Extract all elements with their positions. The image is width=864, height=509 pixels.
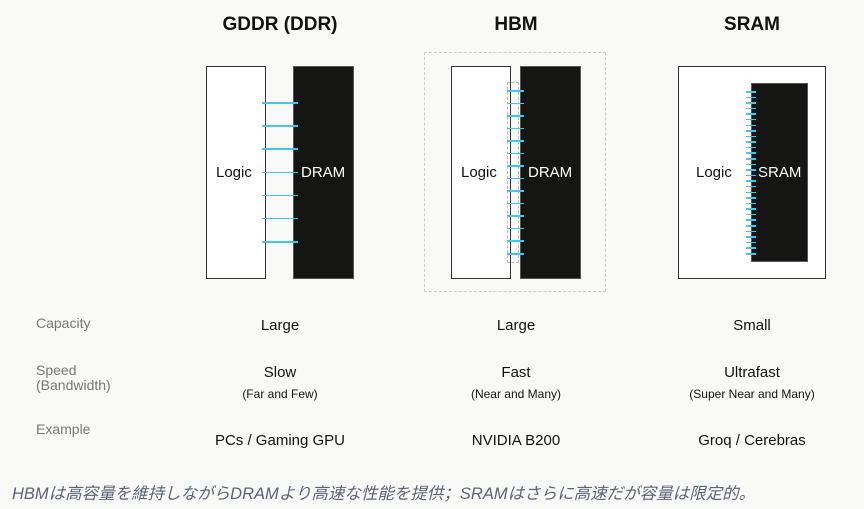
connection-line — [507, 240, 524, 242]
connection-line — [746, 163, 756, 166]
connection-line — [746, 158, 756, 160]
connection-line — [262, 217, 298, 220]
connection-line — [507, 253, 524, 255]
hbm-package-outline — [424, 52, 606, 292]
connection-line — [746, 208, 756, 210]
connection-line — [262, 194, 298, 197]
connection-line — [746, 180, 756, 182]
hbm-interposer-outline — [507, 82, 519, 263]
title-gddr: GDDR (DDR) — [222, 14, 338, 35]
hbm-dram-label: DRAM — [528, 164, 573, 181]
connection-line — [507, 227, 524, 230]
sram-label: SRAM — [758, 164, 802, 181]
caption: HBMは高容量を維持しながらDRAMより高速な性能を提供；SRAMはさらに高速だ… — [12, 485, 756, 503]
connection-line — [746, 91, 756, 93]
hbm-capacity: Large — [496, 317, 536, 334]
connection-line — [746, 107, 756, 110]
connection-line — [507, 127, 524, 130]
connection-line — [746, 146, 756, 149]
gddr-capacity: Large — [260, 317, 300, 334]
row-label-example: Example — [36, 421, 91, 437]
connection-line — [507, 202, 524, 205]
connection-line — [746, 113, 756, 115]
connection-line — [746, 247, 756, 249]
gddr-logic-label: Logic — [216, 164, 252, 181]
connection-line — [746, 225, 756, 227]
connection-line — [746, 169, 756, 171]
row-label-capacity: Capacity — [36, 315, 91, 331]
connection-line — [746, 236, 756, 238]
row-label-speed: Speed (Bandwidth) — [36, 362, 111, 393]
connection-line — [746, 96, 756, 99]
sram-logic-label: Logic — [696, 164, 732, 181]
connection-line — [507, 190, 524, 192]
title-hbm: HBM — [494, 14, 538, 35]
connection-line — [507, 215, 524, 217]
hbm-speed: Fast — [501, 364, 531, 381]
connection-line — [746, 253, 756, 255]
connection-line — [507, 177, 524, 180]
connection-line — [746, 219, 756, 221]
hbm-speed-note: (Near and Many) — [470, 387, 562, 401]
sram-capacity: Small — [733, 317, 771, 334]
sram-speed-note: (Super Near and Many) — [689, 387, 815, 401]
connection-line — [507, 140, 524, 142]
connection-line — [746, 202, 756, 205]
hbm-logic-label: Logic — [461, 164, 497, 181]
connection-line — [746, 213, 756, 216]
connection-line — [746, 124, 756, 127]
sram-speed: Ultrafast — [724, 364, 780, 381]
connection-line — [746, 130, 756, 132]
connection-line — [507, 90, 524, 92]
connection-line — [746, 135, 756, 138]
connection-line — [262, 241, 298, 243]
connection-line — [746, 197, 756, 199]
gddr-logic-block — [206, 66, 266, 279]
sram-block — [751, 83, 808, 262]
connection-line — [262, 102, 298, 104]
connection-line — [746, 241, 756, 244]
gddr-speed-note: (Far and Few) — [242, 387, 318, 401]
connection-line — [746, 191, 756, 194]
hbm-logic-block — [451, 66, 511, 279]
connection-line — [262, 148, 298, 150]
title-sram: SRAM — [724, 14, 780, 35]
connection-line — [507, 102, 524, 105]
sram-example: Groq / Cerebras — [698, 432, 806, 449]
connection-line — [746, 152, 756, 154]
connection-line — [507, 152, 524, 155]
gddr-example: PCs / Gaming GPU — [214, 432, 346, 449]
connection-line — [262, 171, 298, 173]
connection-line — [746, 118, 756, 121]
connection-line — [746, 185, 756, 188]
gddr-speed: Slow — [263, 364, 297, 381]
connection-line — [507, 115, 524, 117]
hbm-example: NVIDIA B200 — [471, 432, 561, 449]
connection-line — [746, 141, 756, 143]
connection-line — [746, 230, 756, 233]
connection-line — [507, 165, 524, 167]
gddr-dram-label: DRAM — [301, 164, 346, 181]
connection-line — [746, 174, 756, 177]
hbm-dram-block — [520, 66, 581, 279]
connection-line — [262, 125, 298, 127]
connection-line — [746, 102, 756, 104]
